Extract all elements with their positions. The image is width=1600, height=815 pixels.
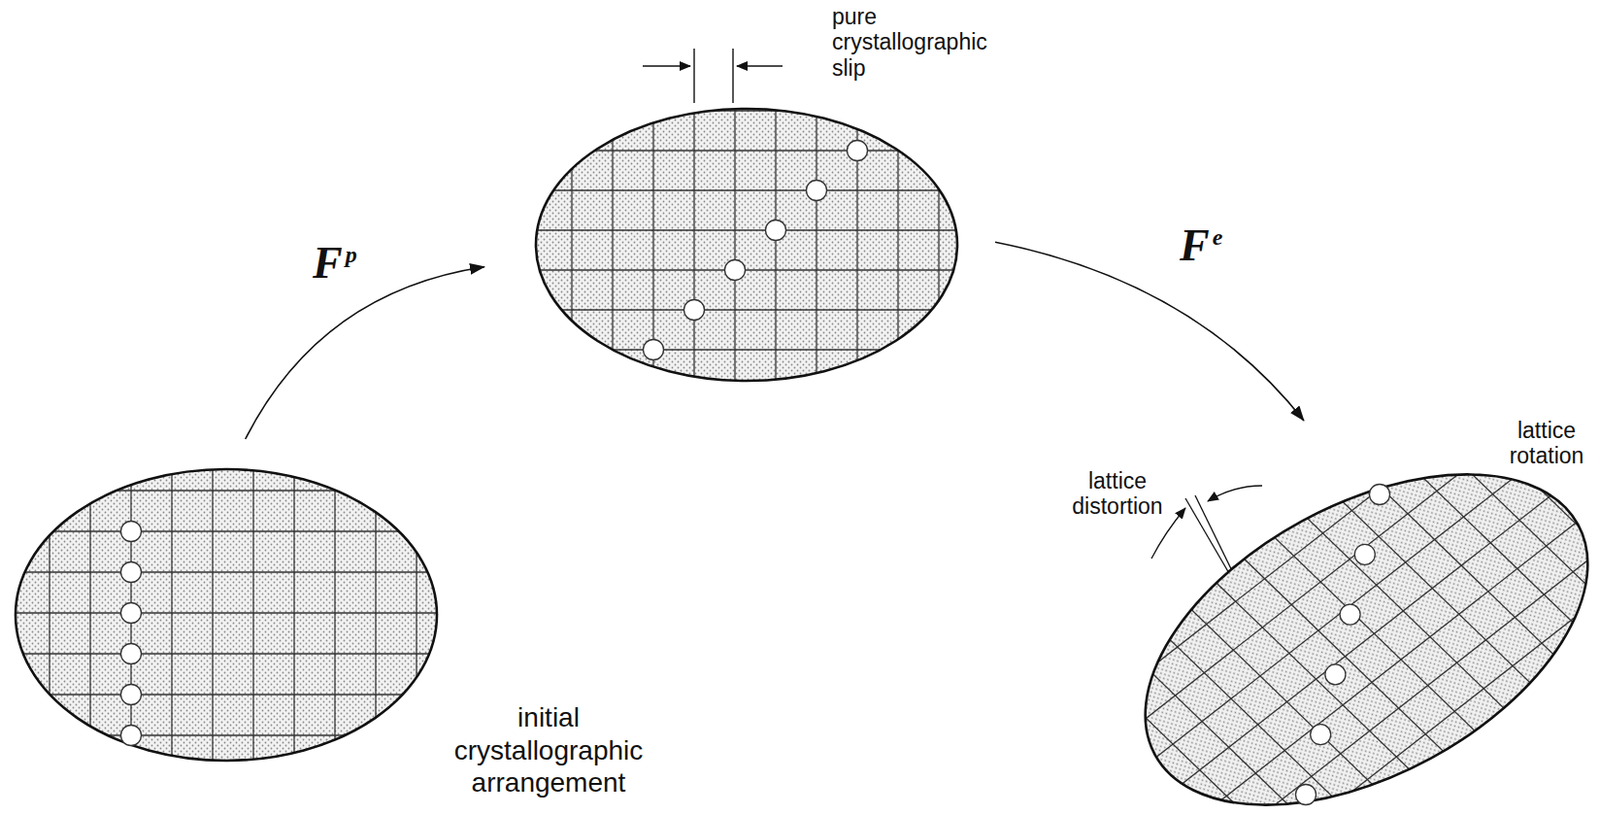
edge-label: Fe [1179,225,1223,249]
mapping-arrow [995,241,1304,421]
crystal-lattice [1142,471,1591,807]
distortion-caption: lattice distortion [1057,467,1178,520]
text-anchor: pure crystallographic slip [832,3,1012,81]
mapping-arrow [245,266,485,439]
crystal-region: lattice distortionlattice rotation [1142,471,1591,807]
text-anchor: Fe [1179,225,1223,266]
text-anchor: initial crystallographic arrangement [441,700,656,800]
slip-indicator [642,48,783,103]
text-anchor: lattice rotation [1500,417,1594,469]
slip-caption: pure crystallographic slip [832,3,1012,81]
edge-label: Fp [312,242,358,267]
rotation-caption: lattice rotation [1500,417,1594,469]
crystal-lattice [533,106,960,383]
text-anchor: Fp [312,242,358,283]
crystal-lattice [13,466,439,763]
region-caption: initial crystallographic arrangement [441,700,656,800]
text-anchor: lattice distortion [1057,467,1178,520]
crystal-region: initial crystallographic arrangement [13,466,439,763]
crystal-region: pure crystallographic slip [533,106,960,383]
